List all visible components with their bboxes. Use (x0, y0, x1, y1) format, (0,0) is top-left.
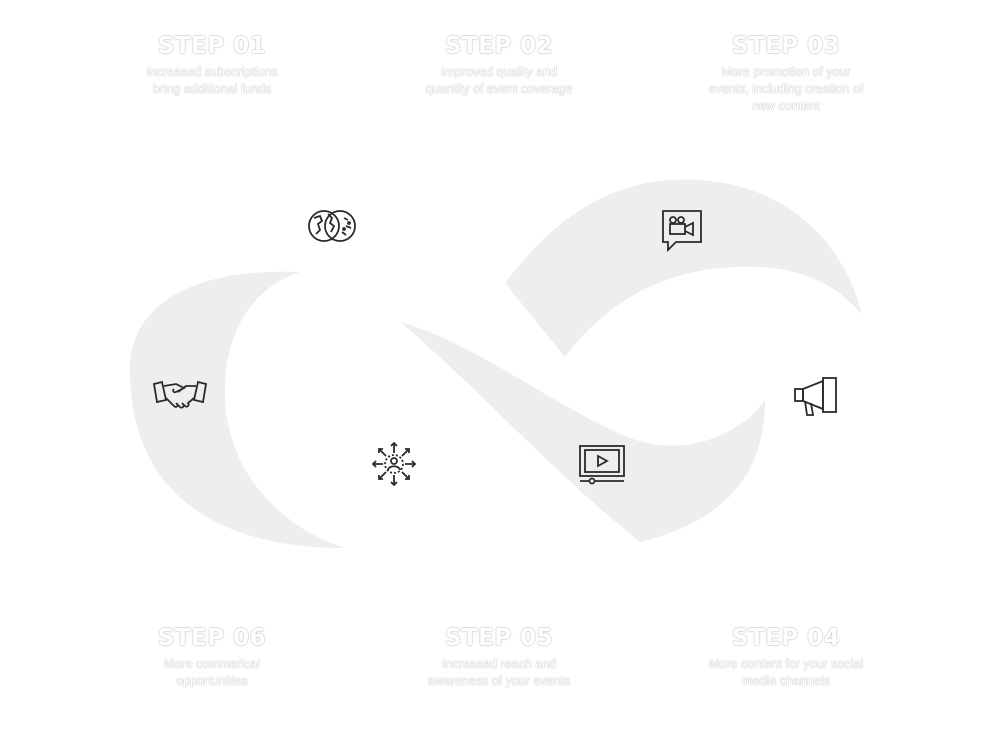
handshake-icon (152, 378, 208, 412)
step-title: STEP 02 (444, 33, 554, 59)
center-sweep (400, 322, 765, 542)
step-05: STEP 05 Increased reach and awareness of… (409, 624, 589, 690)
step-description: Increased subscriptions bring additional… (146, 65, 278, 96)
step-title: STEP 05 (444, 625, 554, 651)
upper-right-arc (505, 179, 862, 357)
megaphone-icon (793, 375, 841, 419)
video-camera-chat-icon (660, 208, 704, 254)
step-title: STEP 06 (157, 625, 267, 651)
step-06: STEP 06 More commerical opportunities (122, 624, 302, 690)
step-description: Increased reach and awareness of your ev… (427, 657, 571, 688)
video-player-icon (578, 444, 626, 486)
step-03: STEP 03 More promotion of your events, i… (696, 32, 876, 115)
step-description: More commerical opportunities (164, 657, 260, 688)
step-01: STEP 01 Increased subscriptions bring ad… (122, 32, 302, 98)
step-description: More content for your social media chann… (708, 657, 864, 688)
step-description: More promotion of your events, including… (708, 65, 864, 113)
step-description: Improved quality and quantity of event c… (425, 65, 573, 96)
step-title: STEP 04 (731, 625, 841, 651)
network-reach-icon (371, 441, 417, 487)
step-title: STEP 03 (731, 33, 841, 59)
step-04: STEP 04 More content for your social med… (696, 624, 876, 690)
step-02: STEP 02 Improved quality and quantity of… (409, 32, 589, 98)
globe-icon (306, 208, 358, 244)
step-title: STEP 01 (157, 33, 267, 59)
left-crescent (130, 271, 345, 548)
